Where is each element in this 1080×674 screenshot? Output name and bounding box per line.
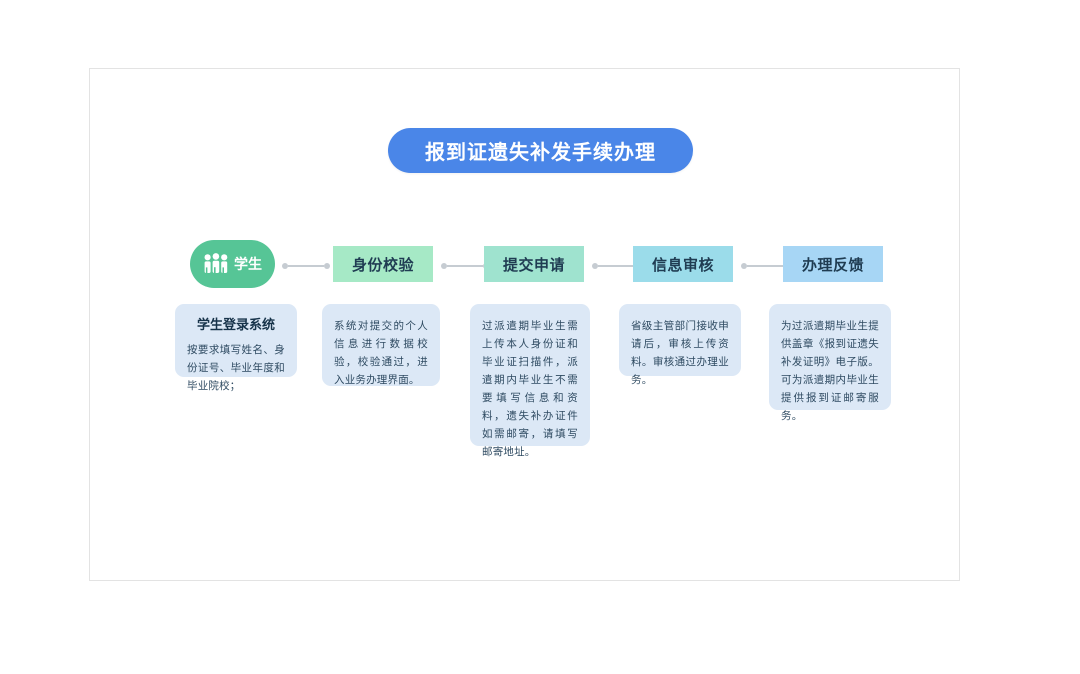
connector-dot-start (741, 262, 747, 269)
flow-node-student[interactable]: 学生 (190, 240, 275, 288)
connector-4 (741, 262, 789, 269)
flow-step-processing-feedback[interactable]: 办理反馈 (783, 246, 883, 282)
flow-step-submit-application[interactable]: 提交申请 (484, 246, 584, 282)
people-group-icon (203, 253, 229, 275)
card-body: 过派遣期毕业生需上传本人身份证和毕业证扫描件，派遣期内毕业生不需要填写信息和资料… (482, 320, 578, 459)
card-body: 为过派遣期毕业生提供盖章《报到证遗失补发证明》电子版。可为派遣期内毕业生提供报到… (781, 320, 879, 423)
connector-dot-end (324, 262, 330, 269)
flow-step-label: 提交申请 (502, 256, 565, 274)
connector-dot-start (592, 262, 598, 269)
connector-line (447, 264, 483, 267)
page-title: 报到证遗失补发手续办理 (425, 142, 656, 164)
connector-line (747, 264, 783, 267)
flow-step-information-review[interactable]: 信息审核 (633, 246, 733, 282)
description-card-student-login: 学生登录系统 按要求填写姓名、身份证号、毕业年度和毕业院校； (175, 304, 297, 392)
flow-node-student-label: 学生 (234, 256, 262, 272)
description-card-information-review: 省级主管部门接收申请后，审核上传资料。审核通过办理业务。 (619, 304, 741, 386)
page-title-pill: 报到证遗失补发手续办理 (388, 128, 693, 173)
flow-row: 学生 身份校验 提交申请 信息审核 (190, 240, 890, 292)
connector-dot-start (282, 262, 288, 269)
connector-1 (282, 262, 330, 269)
flow-step-label: 信息审核 (651, 256, 714, 274)
flow-step-label: 办理反馈 (801, 256, 864, 274)
description-card-submit-application: 过派遣期毕业生需上传本人身份证和毕业证扫描件，派遣期内毕业生不需要填写信息和资料… (470, 304, 590, 458)
connector-line (288, 264, 324, 267)
card-title: 学生登录系统 (196, 317, 275, 332)
connector-line (598, 264, 634, 267)
card-body: 系统对提交的个人信息进行数据校验，校验通过，进入业务办理界面。 (334, 320, 428, 387)
flow-step-identity-verification[interactable]: 身份校验 (333, 246, 433, 282)
flow-step-label: 身份校验 (351, 256, 414, 274)
description-card-identity-verification: 系统对提交的个人信息进行数据校验，校验通过，进入业务办理界面。 (322, 304, 440, 386)
description-card-processing-feedback: 为过派遣期毕业生提供盖章《报到证遗失补发证明》电子版。可为派遣期内毕业生提供报到… (769, 304, 891, 422)
connector-2 (441, 262, 489, 269)
card-body: 省级主管部门接收申请后，审核上传资料。审核通过办理业务。 (631, 320, 729, 387)
card-body: 按要求填写姓名、身份证号、毕业年度和毕业院校； (187, 343, 285, 392)
connector-dot-start (441, 262, 447, 269)
